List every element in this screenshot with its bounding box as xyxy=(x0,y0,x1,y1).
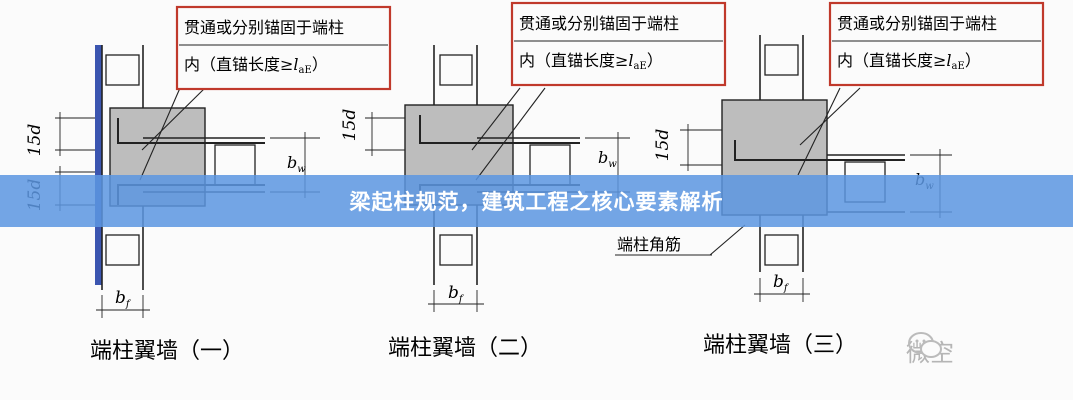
dim-bf: bf xyxy=(115,288,132,310)
dim-bf: bf xyxy=(773,272,790,294)
dim-bw: bw xyxy=(598,148,617,170)
callout-box-2: 贯通或分别锚固于端柱 内（直锚长度≥laE） xyxy=(510,1,727,87)
svg-text:贯通或分别锚固于端柱: 贯通或分别锚固于端柱 xyxy=(519,14,679,33)
caption-1: 端柱翼墙（一） xyxy=(90,339,244,364)
dim-15d: 15d xyxy=(25,124,45,157)
watermark: 微空 xyxy=(906,330,1056,370)
dim-bw: bw xyxy=(287,153,306,175)
banner-title: 梁起柱规范，建筑工程之核心要素解析 xyxy=(349,190,724,214)
svg-text:内（直锚长度≥laE）: 内（直锚长度≥laE） xyxy=(519,51,663,72)
callout-box-1: 贯通或分别锚固于端柱 内（直锚长度≥laE） xyxy=(175,5,392,91)
wall-strip xyxy=(95,45,102,285)
dim-bf: bf xyxy=(448,283,465,305)
svg-text:内（直锚长度≥laE）: 内（直锚长度≥laE） xyxy=(184,55,328,76)
svg-text:贯通或分别锚固于端柱: 贯通或分别锚固于端柱 xyxy=(837,14,997,33)
svg-text:内（直锚长度≥laE）: 内（直锚长度≥laE） xyxy=(837,51,981,72)
svg-text:贯通或分别锚固于端柱: 贯通或分别锚固于端柱 xyxy=(184,18,344,37)
corner-bar-label: 端柱角筋 xyxy=(617,235,681,254)
caption-2: 端柱翼墙（二） xyxy=(388,336,542,361)
dim-15d: 15d xyxy=(653,129,673,162)
callout-box-3: 贯通或分别锚固于端柱 内（直锚长度≥laE） xyxy=(828,1,1045,87)
title-banner: 梁起柱规范，建筑工程之核心要素解析 xyxy=(0,175,1073,227)
caption-3: 端柱翼墙（三） xyxy=(703,333,857,358)
wechat-icon xyxy=(908,332,942,358)
dim-15d: 15d xyxy=(340,109,360,142)
